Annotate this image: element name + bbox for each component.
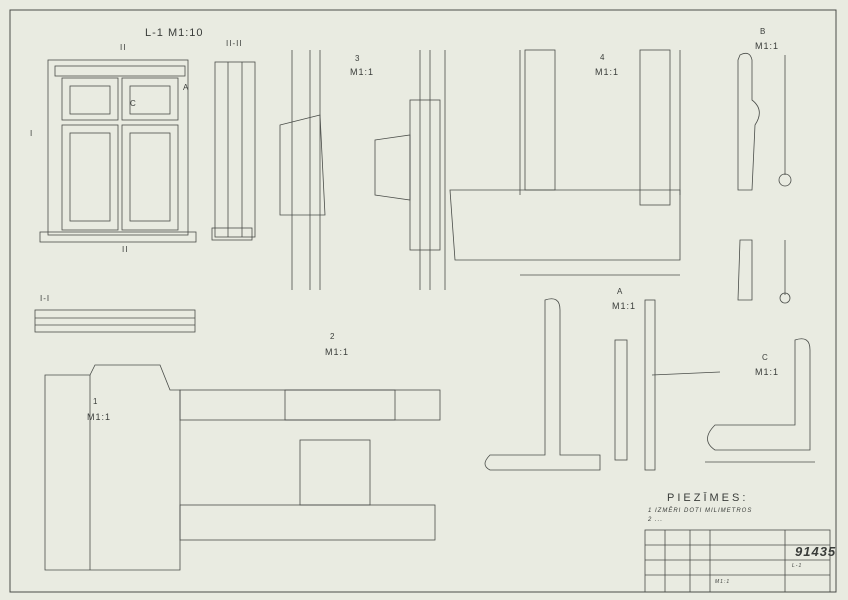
detail-2-label: 2: [330, 332, 336, 341]
section-marker-i: I: [30, 129, 34, 138]
detail-c-label: C: [762, 353, 769, 362]
title-block: [644, 529, 831, 593]
detail-3-label: 3: [355, 54, 361, 63]
sheet-border: [9, 9, 837, 593]
detail-1-2-section: [44, 364, 441, 571]
elevation-label-c: C: [130, 99, 137, 108]
section-marker-ii-bottom: II: [122, 245, 129, 254]
note-line-1: 1 IZMĒRI DOTI MILIMETROS: [648, 508, 753, 514]
note-line-2: 2 ...: [648, 517, 664, 523]
elevation-title: L-1 M1:10: [145, 27, 204, 39]
detail-b-scale: M1:1: [755, 41, 780, 51]
detail-1-label: 1: [93, 397, 99, 406]
title-block-sheet: L-1: [792, 563, 803, 569]
section-i-i: [34, 309, 196, 333]
detail-a-label: A: [617, 287, 624, 296]
section-marker-ii: II: [120, 43, 127, 52]
drawing-number: 91435: [795, 544, 837, 559]
detail-c-scale: M1:1: [755, 367, 780, 377]
detail-4-section: [449, 49, 681, 276]
title-block-scale: M1:1: [715, 579, 731, 585]
window-elevation: [39, 59, 197, 243]
hinge-b: [737, 52, 792, 304]
notes-heading: PIEZĪMES:: [667, 492, 749, 504]
detail-1-scale: M1:1: [87, 412, 112, 422]
detail-3-section: [279, 50, 446, 290]
detail-a-scale: M1:1: [612, 301, 637, 311]
detail-b-label: B: [760, 27, 767, 36]
elevation-label-a: A: [183, 83, 190, 92]
detail-4-label: 4: [600, 53, 606, 62]
detail-3-scale: M1:1: [350, 67, 375, 77]
section-ii-title: II-II: [226, 39, 243, 48]
detail-2-scale: M1:1: [325, 347, 350, 357]
detail-4-scale: M1:1: [595, 67, 620, 77]
section-i-title: I-I: [40, 294, 51, 303]
hinge-c: [705, 338, 815, 463]
section-ii-ii: [211, 61, 256, 241]
hinge-a: [484, 298, 721, 471]
